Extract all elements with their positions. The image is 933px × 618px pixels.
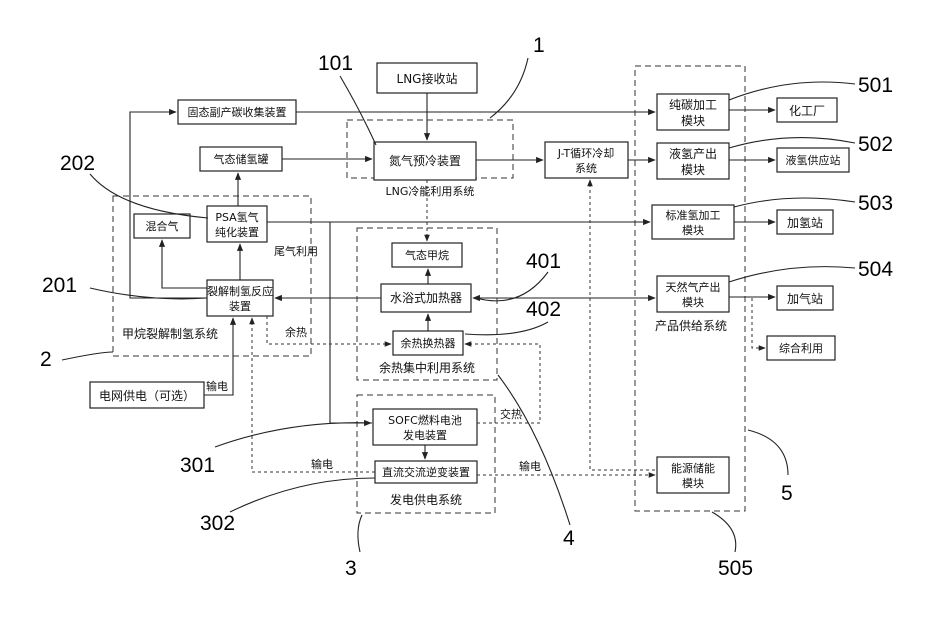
label-201: 201 [42,274,77,297]
text-inverter: 直流交流逆变装置 [382,465,470,479]
text-comprehensive-use: 综合利用 [779,341,823,355]
label-301: 301 [180,454,215,477]
text-waste-heat: 余热 [285,325,307,339]
text-jt-line1: J-T循环冷却 [557,147,615,160]
text-sofc-line1: SOFC燃料电池 [388,413,462,427]
text-crack-line2: 装置 [229,300,251,313]
text-psa-line1: PSA氢气 [215,210,258,224]
text-sofc-line2: 发电装置 [403,428,447,442]
text-nitrogen-precool: 氮气预冷装置 [389,153,461,168]
text-waste-heat-system: 余热集中利用系统 [379,360,475,375]
text-mixed-gas: 混合气 [146,219,179,233]
text-power-supply-system: 发电供电系统 [390,492,462,507]
text-lng-cold-system: LNG冷能利用系统 [386,184,475,198]
label-505: 505 [718,557,753,580]
label-302: 302 [200,512,235,535]
text-h2-station: 加氢站 [787,215,823,230]
text-pure-carbon-line2: 模块 [681,114,705,128]
text-waste-heat-exchanger: 余热换热器 [401,336,456,350]
text-tail-gas: 尾气利用 [274,244,318,258]
text-psa-line2: 纯化装置 [215,225,259,239]
text-ng-output-line1: 天然气产出 [666,280,721,294]
text-product-supply: 产品供给系统 [655,319,727,333]
text-transmit-power-1: 输电 [206,379,228,393]
text-grid-supply: 电网供电（可选） [99,389,195,403]
text-transmit-power-2: 输电 [311,457,333,471]
label-401: 401 [526,250,561,273]
label-402: 402 [526,298,561,321]
text-gas-storage: 气态储氢罐 [214,152,269,166]
text-crack-line1: 裂解制氢反应 [207,284,273,298]
label-504: 504 [858,258,893,281]
label-501: 501 [858,74,893,97]
label-5: 5 [781,482,793,505]
label-101: 101 [318,52,353,75]
text-pure-carbon-line1: 纯碳加工 [669,98,717,112]
text-exchange-heat: 交热 [500,407,522,421]
text-chem-plant: 化工厂 [789,104,825,118]
text-std-h2-line1: 标准氢加工 [666,208,721,222]
text-liquid-h2-line1: 液氢产出 [669,146,717,161]
text-energy-storage-line2: 模块 [682,477,704,490]
text-lng-receiving: LNG接收站 [397,71,458,86]
label-502: 502 [858,133,893,156]
text-ng-output-line2: 模块 [682,296,704,309]
text-gas-station: 加气站 [787,291,823,306]
text-energy-storage-line1: 能源储能 [671,461,715,475]
text-methane-crack-system: 甲烷裂解制氢系统 [122,326,218,341]
label-3: 3 [345,557,357,580]
text-transmit-power-3: 输电 [519,459,541,473]
text-solid-carbon-collect: 固态副产碳收集装置 [188,105,287,119]
label-1: 1 [533,34,545,57]
text-liquid-h2-line2: 模块 [681,163,705,177]
text-jt-line2: 系统 [575,162,597,175]
label-503: 503 [858,192,893,215]
label-4: 4 [563,527,575,550]
text-std-h2-line2: 模块 [682,224,704,237]
label-2: 2 [40,348,52,371]
text-gaseous-methane: 气态甲烷 [405,248,449,262]
text-liquid-h2-station: 液氢供应站 [786,153,841,167]
label-202: 202 [60,152,95,175]
text-water-bath: 水浴式加热器 [390,291,462,305]
